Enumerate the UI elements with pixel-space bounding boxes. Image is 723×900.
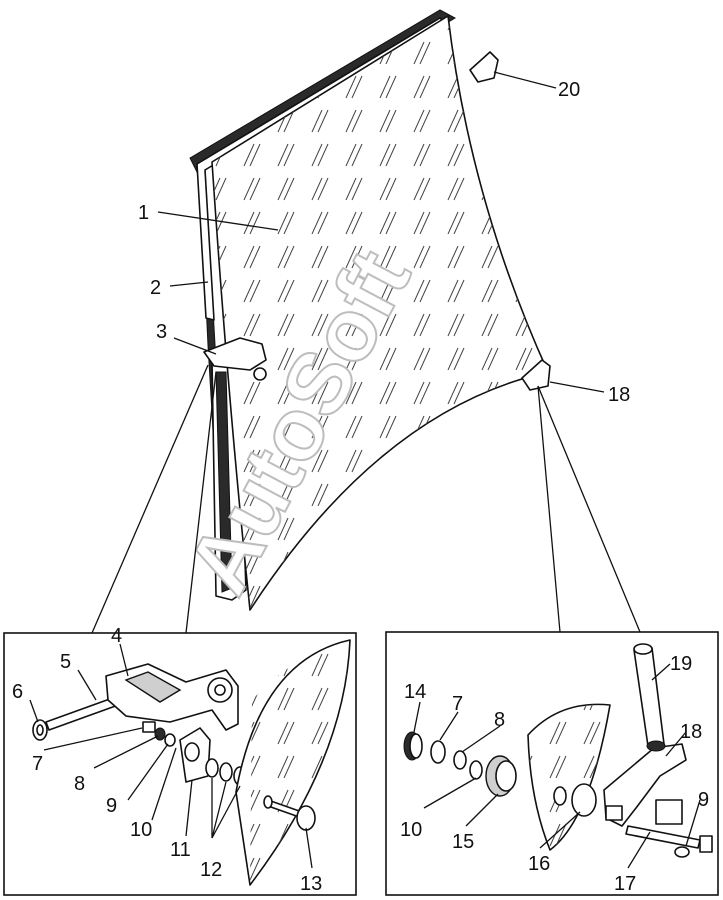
seal-strip-lower-dark bbox=[215, 371, 233, 593]
callout-7-left: 7 bbox=[32, 753, 43, 775]
right-detail-parts bbox=[403, 643, 713, 858]
hinge-bolt bbox=[253, 367, 267, 381]
right-latch bbox=[521, 359, 551, 391]
callout-17: 17 bbox=[614, 873, 636, 895]
nut-7 bbox=[142, 721, 156, 733]
callout-20: 20 bbox=[558, 79, 580, 101]
latch-pin bbox=[633, 647, 665, 747]
callout-4: 4 bbox=[111, 625, 122, 647]
callout-2: 2 bbox=[150, 277, 161, 299]
callout-9-right: 9 bbox=[698, 789, 709, 811]
callout-9-left: 9 bbox=[106, 795, 117, 817]
callout-18-main: 18 bbox=[608, 384, 630, 406]
bolt-17 bbox=[625, 825, 701, 849]
callout-18-detail: 18 bbox=[680, 721, 702, 743]
callout-10-left: 10 bbox=[130, 819, 152, 841]
callout-16: 16 bbox=[528, 853, 550, 875]
callout-3: 3 bbox=[156, 321, 167, 343]
washer-12b bbox=[219, 762, 233, 782]
callout-12: 12 bbox=[200, 859, 222, 881]
callout-15: 15 bbox=[452, 831, 474, 853]
callout-8-left: 8 bbox=[74, 773, 85, 795]
callout-6: 6 bbox=[12, 681, 23, 703]
callout-8-right: 8 bbox=[494, 709, 505, 731]
callout-19: 19 bbox=[670, 653, 692, 675]
callout-7-right: 7 bbox=[452, 693, 463, 715]
washer-7r bbox=[430, 740, 446, 764]
callout-10-right: 10 bbox=[400, 819, 422, 841]
callout-11: 11 bbox=[170, 839, 191, 861]
callout-1: 1 bbox=[138, 202, 149, 224]
washer-16 bbox=[571, 783, 597, 817]
washer-10r bbox=[469, 760, 483, 780]
detail-leader-right-b bbox=[537, 385, 641, 633]
detail-leader-left-a bbox=[91, 364, 209, 634]
washer-12a bbox=[205, 758, 219, 778]
callout-14: 14 bbox=[404, 681, 426, 703]
callout-leaders bbox=[29, 71, 701, 869]
washer-9r bbox=[674, 846, 690, 858]
washer-8r bbox=[453, 750, 467, 770]
washer-9 bbox=[164, 733, 176, 747]
washer-8 bbox=[154, 727, 166, 741]
detail-box-right bbox=[385, 631, 719, 896]
detail-leader-left-b bbox=[185, 371, 217, 634]
callout-5: 5 bbox=[60, 651, 71, 673]
callout-labels: 20 1 2 3 18 4 5 6 7 8 9 10 11 12 13 14 7… bbox=[12, 79, 709, 895]
callout-13: 13 bbox=[300, 873, 322, 895]
detail-leader-right-a bbox=[537, 385, 561, 633]
top-latch bbox=[469, 51, 499, 83]
hinge bbox=[203, 337, 267, 371]
main-window-view: AutoSoft bbox=[166, 9, 551, 611]
detail-box-left bbox=[3, 632, 357, 896]
seal-frame-inner bbox=[196, 17, 447, 321]
